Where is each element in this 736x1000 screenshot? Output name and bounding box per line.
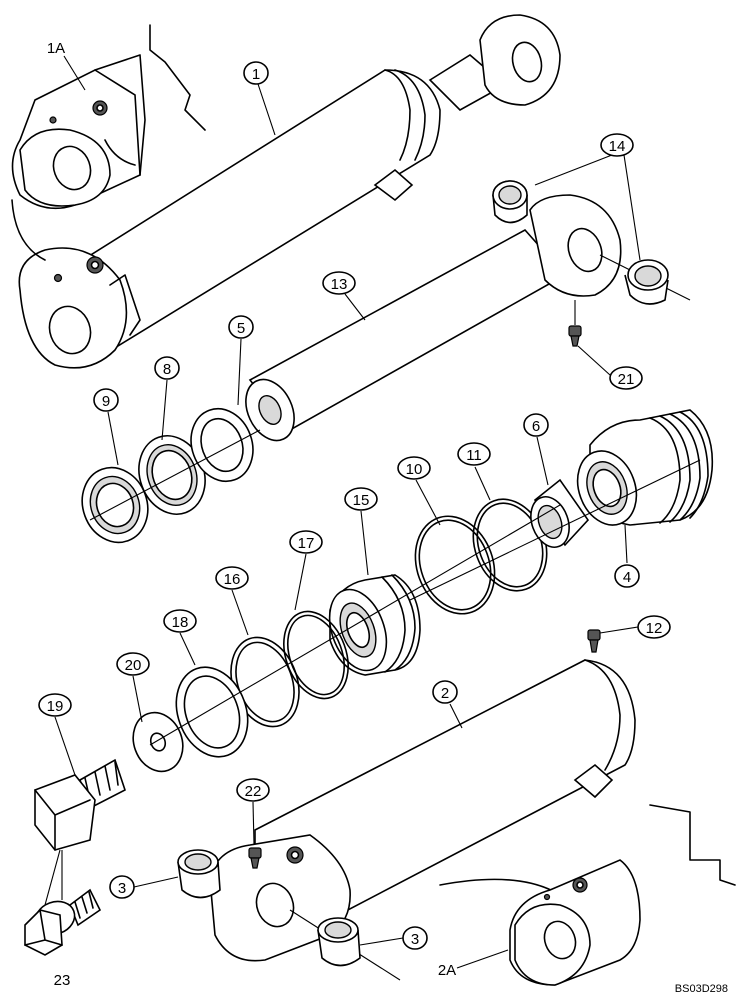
callout-3-lower: 3 — [402, 926, 428, 950]
wear-ring-18 — [175, 666, 249, 758]
svg-text:3: 3 — [411, 931, 419, 948]
washer-20 — [132, 711, 184, 773]
gland-4 — [576, 409, 714, 526]
svg-text:17: 17 — [298, 535, 315, 552]
callout-4: 4 — [614, 564, 640, 588]
svg-text:22: 22 — [245, 783, 262, 800]
bushing-14-left — [492, 180, 528, 224]
svg-text:12: 12 — [646, 620, 663, 637]
piston-15 — [328, 574, 421, 676]
callout-8: 8 — [154, 356, 180, 380]
o-ring-10 — [414, 515, 496, 615]
bolt-19 — [34, 758, 126, 851]
svg-text:1: 1 — [252, 66, 260, 83]
svg-text:10: 10 — [406, 461, 423, 478]
mount-detail-1a — [11, 24, 206, 210]
callout-12: 12 — [637, 615, 671, 639]
svg-text:20: 20 — [125, 657, 142, 674]
callout-17: 17 — [289, 530, 323, 554]
svg-text:8: 8 — [163, 361, 171, 378]
callout-1: 1 — [243, 61, 269, 85]
svg-text:14: 14 — [609, 138, 626, 155]
svg-text:19: 19 — [47, 698, 64, 715]
grease-fitting-22 — [248, 847, 262, 869]
seal-9 — [81, 466, 149, 544]
callout-18: 18 — [163, 609, 197, 633]
label-2a: 2A — [438, 962, 456, 979]
label-1a: 1A — [47, 40, 65, 57]
grease-fitting-12 — [587, 629, 601, 653]
svg-text:21: 21 — [618, 371, 635, 388]
svg-text:18: 18 — [172, 614, 189, 631]
callout-19: 19 — [38, 693, 72, 717]
svg-text:9: 9 — [102, 393, 110, 410]
callout-3-upper: 3 — [109, 875, 135, 899]
svg-text:6: 6 — [532, 418, 540, 435]
callout-9: 9 — [93, 388, 119, 412]
svg-text:15: 15 — [353, 492, 370, 509]
drawing-code: BS03D298 — [675, 983, 728, 995]
grease-fitting-21 — [568, 300, 582, 347]
callout-22: 22 — [236, 778, 270, 802]
callout-16: 16 — [215, 566, 249, 590]
bolt-23 — [24, 888, 102, 956]
svg-text:16: 16 — [224, 571, 241, 588]
callout-10: 10 — [397, 456, 431, 480]
wiper-seal-8 — [138, 435, 206, 515]
bushing-6 — [530, 478, 590, 548]
callout-5: 5 — [228, 315, 254, 339]
svg-text:3: 3 — [118, 880, 126, 897]
svg-text:13: 13 — [331, 276, 348, 293]
callout-20: 20 — [116, 652, 150, 676]
mount-detail-2a — [439, 804, 736, 986]
bushing-3-upper — [177, 849, 221, 899]
callout-14: 14 — [600, 133, 634, 157]
label-23: 23 — [54, 972, 71, 989]
svg-text:2: 2 — [441, 685, 449, 702]
cylinder-assembly-1 — [11, 14, 561, 369]
leader-lines — [54, 55, 641, 969]
callout-21: 21 — [609, 366, 643, 390]
bushing-3-lower — [317, 917, 361, 967]
callout-6: 6 — [523, 413, 549, 437]
callout-2: 2 — [432, 680, 458, 704]
cylinder-barrel-2 — [209, 659, 636, 981]
piston-rod-13 — [245, 180, 691, 442]
callout-11: 11 — [457, 442, 491, 466]
callout-15: 15 — [344, 487, 378, 511]
svg-text:5: 5 — [237, 320, 245, 337]
svg-text:11: 11 — [466, 447, 482, 464]
callout-13: 13 — [322, 271, 356, 295]
bushing-14-right — [624, 259, 669, 305]
svg-text:4: 4 — [623, 569, 631, 586]
